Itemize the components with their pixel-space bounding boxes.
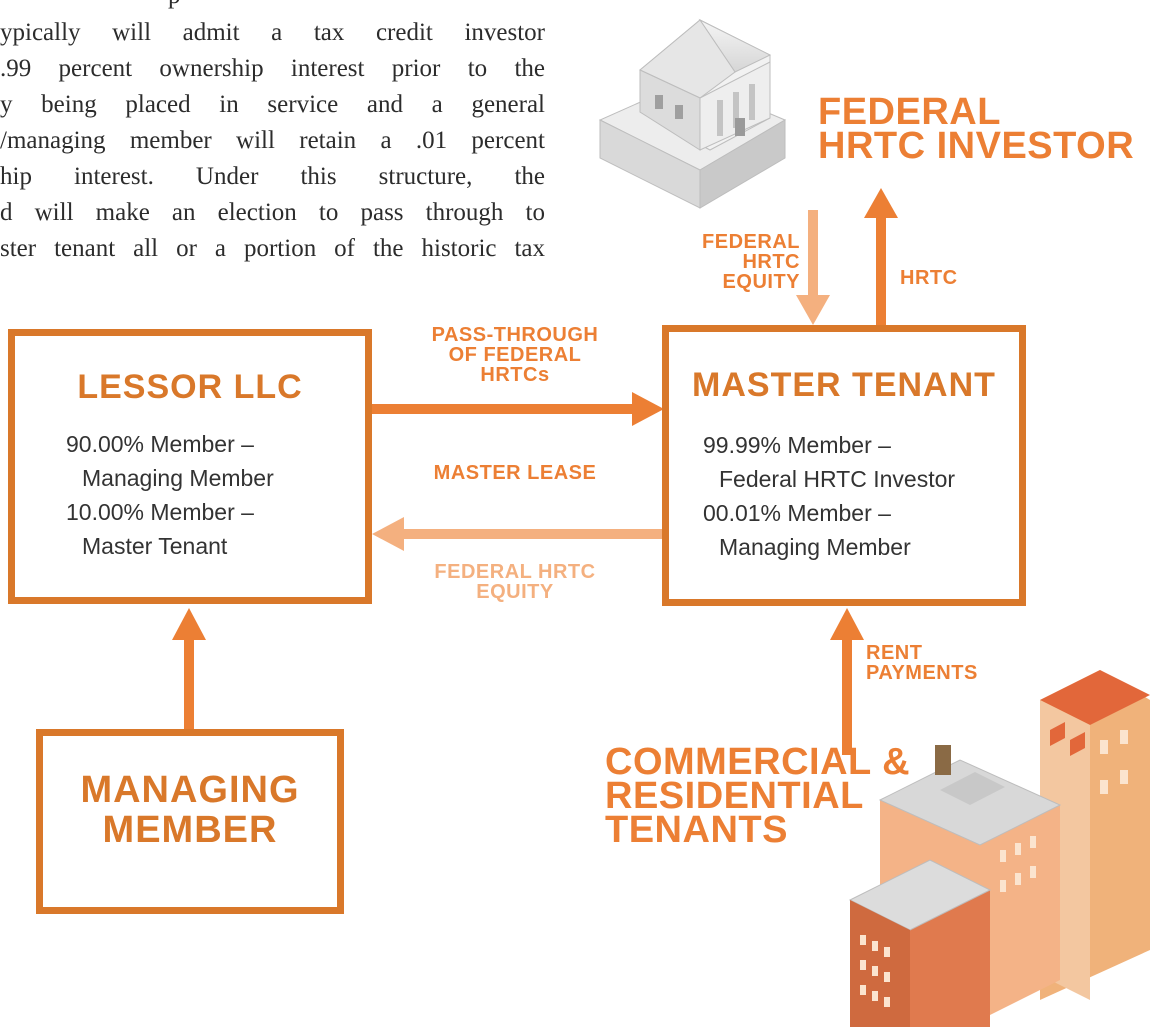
investor-label: FEDERAL HRTC INVESTOR [818, 91, 1135, 167]
intro-line: ypically will admit a tax credit investo… [0, 19, 545, 46]
master-lease-label: MASTER LEASE [433, 462, 597, 484]
tenants-label: COMMERCIAL & RESIDENTIAL TENANTS [605, 741, 911, 851]
equity-down-label: FEDERAL HRTC EQUITY [702, 231, 800, 293]
intro-line: p [168, 0, 181, 13]
arrow-equity-down [796, 210, 830, 325]
intro-line: y being placed in service and a general [0, 91, 545, 118]
master-tenant-line: 99.99% Member – [703, 432, 891, 458]
intro-line: .99 percent ownership interest prior to … [0, 55, 545, 82]
master-tenant-line: Managing Member [719, 534, 911, 560]
master-tenant-line: 00.01% Member – [703, 500, 891, 526]
pass-through-label: PASS-THROUGH OF FEDERAL HRTCs [431, 324, 599, 386]
intro-paragraph: p ypically will admit a tax credit inves… [0, 0, 560, 300]
intro-line: /managing member will retain a .01 perce… [0, 127, 545, 154]
rent-payments-label: RENT PAYMENTS [866, 642, 978, 684]
master-tenant-line: Federal HRTC Investor [719, 466, 956, 492]
lessor-line: Master Tenant [82, 533, 228, 559]
arrow-hrtc-up [864, 188, 898, 325]
equity-left-label: FEDERAL HRTC EQUITY [434, 561, 596, 603]
lessor-llc-title: LESSOR LLC [77, 368, 303, 406]
managing-member-box: MANAGING MEMBER [36, 729, 344, 914]
lessor-line: Managing Member [82, 465, 274, 491]
arrow-managing-member-up [172, 608, 206, 730]
lessor-line: 90.00% Member – [66, 431, 254, 457]
arrow-equity-left [372, 517, 662, 551]
city-buildings-icon [848, 670, 1150, 1027]
intro-line: hip interest. Under this structure, the [0, 163, 545, 190]
lessor-line: 10.00% Member – [66, 499, 254, 525]
lessor-llc-box: LESSOR LLC 90.00% Member – Managing Memb… [8, 329, 372, 604]
intro-line: d will make an election to pass through … [0, 199, 545, 226]
master-tenant-box: MASTER TENANT 99.99% Member – Federal HR… [662, 325, 1026, 606]
arrow-rent-up [830, 608, 864, 755]
master-tenant-title: MASTER TENANT [692, 366, 996, 404]
hrtc-label: HRTC [900, 267, 958, 289]
intro-line: ster tenant all or a portion of the hist… [0, 235, 545, 262]
bank-building-icon [598, 18, 787, 209]
arrow-pass-through-right [372, 392, 664, 426]
managing-member-title: MANAGING MEMBER [80, 769, 300, 851]
